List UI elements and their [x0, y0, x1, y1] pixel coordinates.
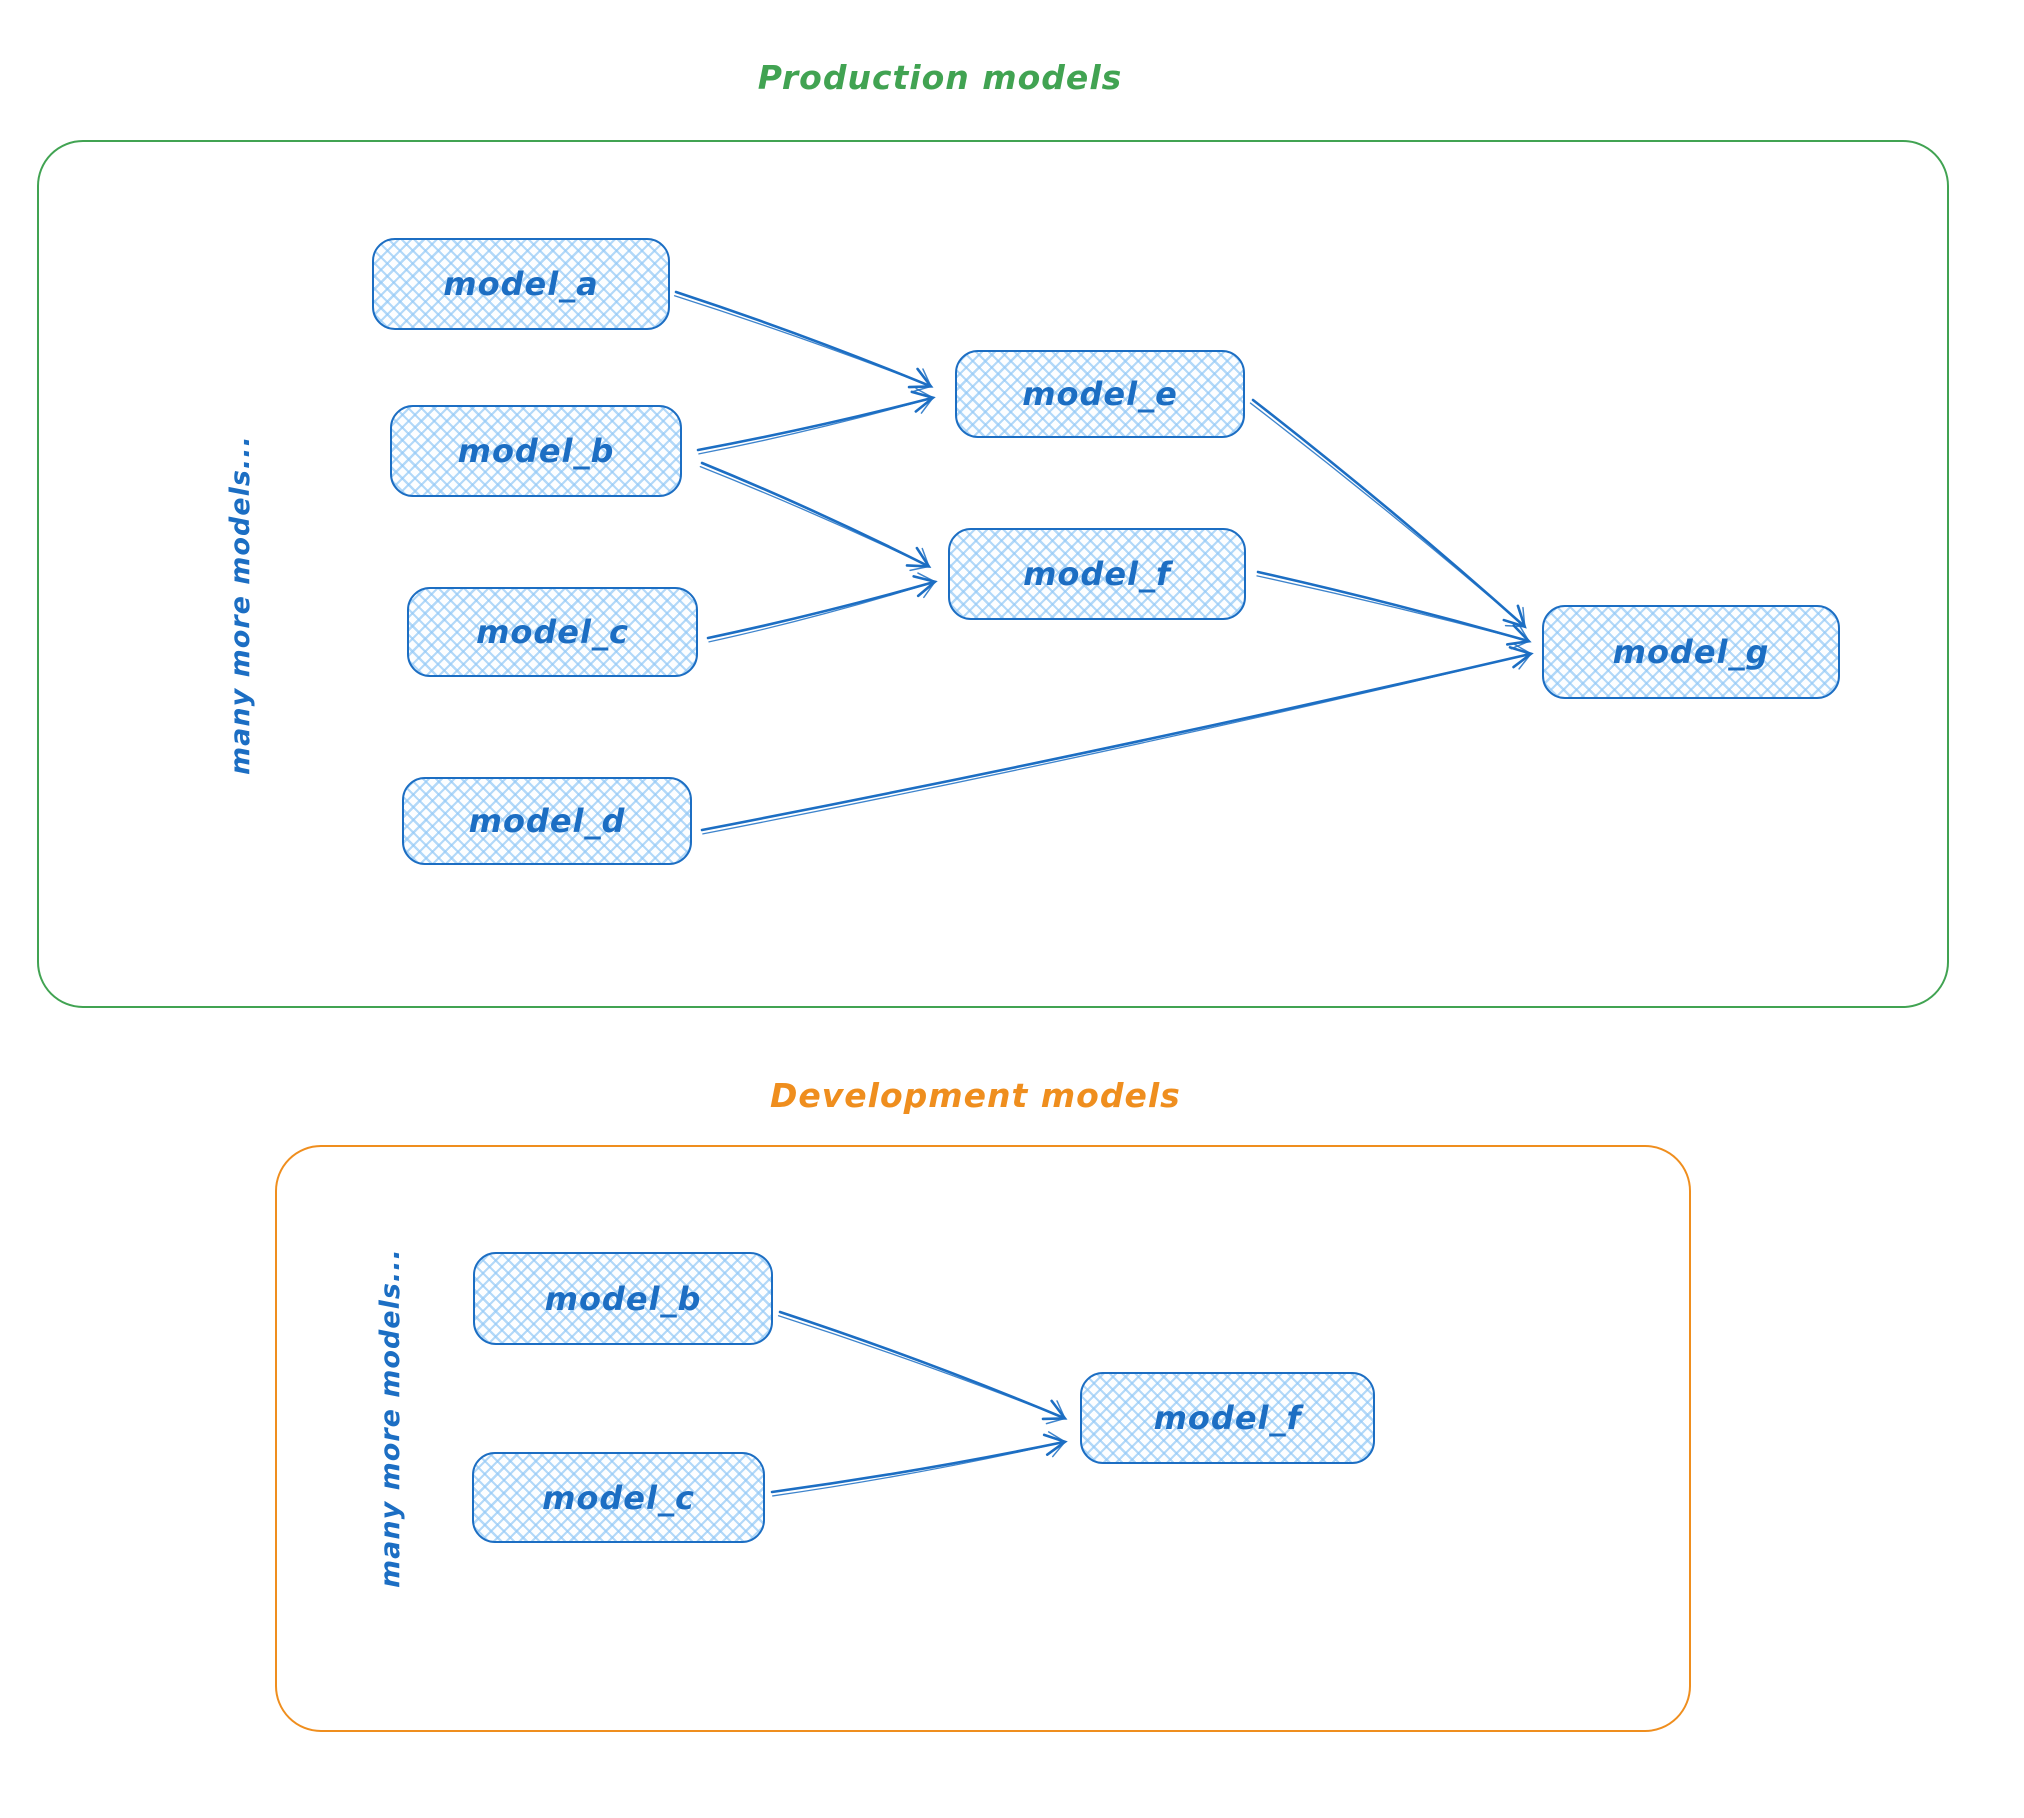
production-node-model_e: model_e: [955, 350, 1245, 438]
production-node-model_f-label: model_f: [1023, 555, 1171, 593]
production-section-frame: [37, 140, 1949, 1008]
development-node-model_c: model_c: [472, 1452, 765, 1543]
production-node-model_a-label: model_a: [443, 265, 599, 303]
production-node-model_d: model_d: [402, 777, 692, 865]
development-node-model_f: model_f: [1080, 1372, 1375, 1464]
development-node-model_b: model_b: [473, 1252, 773, 1345]
production-node-model_b: model_b: [390, 405, 682, 497]
development-section-frame: [275, 1145, 1691, 1732]
production-node-model_d-label: model_d: [468, 802, 626, 840]
production-side-label: many more models...: [225, 435, 256, 775]
production-node-model_a: model_a: [372, 238, 670, 330]
production-node-model_g-label: model_g: [1612, 633, 1770, 671]
production-node-model_c-label: model_c: [476, 613, 629, 651]
development-node-model_b-label: model_b: [544, 1279, 702, 1318]
production-node-model_c: model_c: [407, 587, 698, 677]
development-side-label: many more models...: [375, 1248, 406, 1588]
production-node-model_f: model_f: [948, 528, 1246, 620]
development-node-model_f-label: model_f: [1153, 1399, 1302, 1437]
development-section-title: Development models: [770, 1076, 1181, 1115]
production-node-model_e-label: model_e: [1022, 375, 1178, 413]
production-node-model_g: model_g: [1542, 605, 1840, 699]
production-node-model_b-label: model_b: [457, 432, 615, 470]
development-node-model_c-label: model_c: [542, 1478, 695, 1517]
production-section-title: Production models: [757, 58, 1123, 97]
